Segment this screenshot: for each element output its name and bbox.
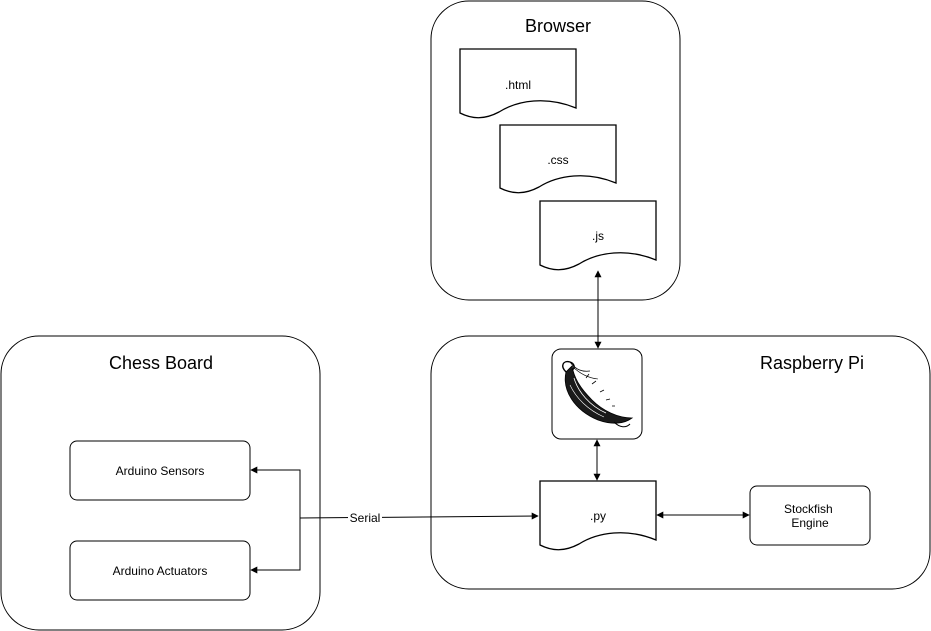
svg-text:Stockfish Engine: Stockfish Engine <box>784 502 836 530</box>
serial-edge-label: Serial <box>348 510 382 525</box>
arduino-sensors-label: Arduino Sensors <box>116 464 205 478</box>
html-file-node: .html <box>459 48 577 119</box>
js-file-node: .js <box>539 200 657 271</box>
raspberry-pi-container: Raspberry Pi <box>430 335 931 590</box>
edge-bracket-actuators <box>250 518 301 574</box>
py-file-label: .py <box>590 509 606 523</box>
serial-label-text: Serial <box>350 511 381 525</box>
flask-logo-icon <box>562 360 634 428</box>
html-file-label: .html <box>505 78 531 92</box>
stockfish-label-line1: Stockfish <box>784 502 833 516</box>
flask-node <box>551 348 643 440</box>
js-file-label: .js <box>592 229 604 243</box>
arduino-actuators-label: Arduino Actuators <box>113 564 208 578</box>
py-file-node: .py <box>539 480 657 551</box>
stockfish-label-line2: Engine <box>791 516 829 530</box>
arduino-actuators-node: Arduino Actuators <box>69 540 251 601</box>
edge-bracket-sensors <box>250 466 301 518</box>
css-file-node: .css <box>499 124 617 194</box>
raspberry-pi-title: Raspberry Pi <box>760 353 864 373</box>
browser-title: Browser <box>525 16 591 36</box>
stockfish-engine-node: Stockfish Engine <box>749 485 871 546</box>
edge-serial <box>299 512 539 520</box>
chess-board-title: Chess Board <box>109 353 213 373</box>
css-file-label: .css <box>547 153 568 167</box>
arduino-sensors-node: Arduino Sensors <box>69 440 251 501</box>
